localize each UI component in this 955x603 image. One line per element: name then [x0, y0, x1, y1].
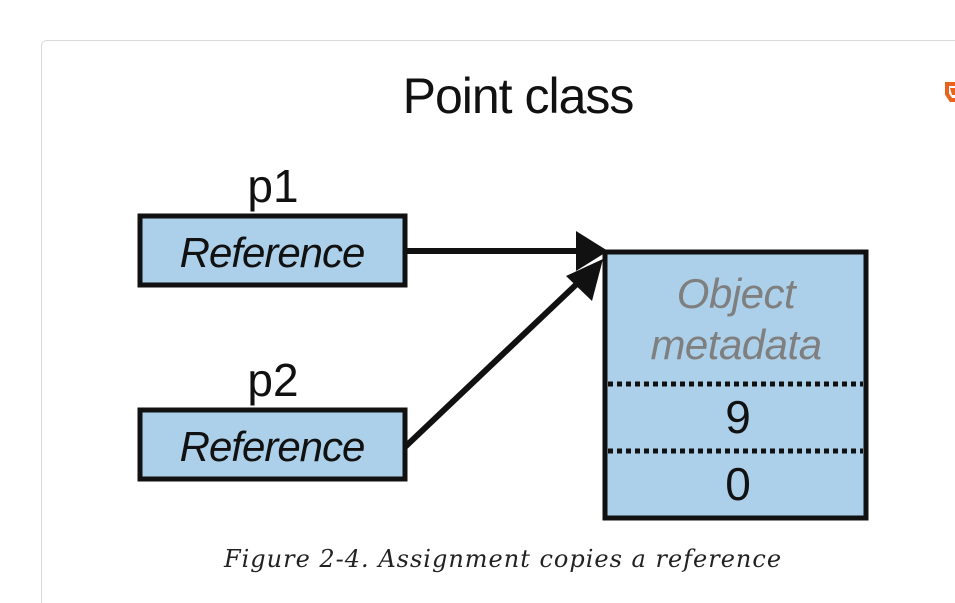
variable-label-p1: p1 [247, 160, 298, 212]
object-field-x: 9 [725, 391, 751, 443]
object-field-y: 0 [725, 458, 751, 510]
diagram-title: Point class [403, 68, 634, 124]
figure-caption: Figure 2-4. Assignment copies a referenc… [223, 545, 783, 573]
orange-badge-icon [944, 78, 955, 106]
object-metadata-line-2: metadata [650, 321, 821, 368]
arrow-p2-to-object [402, 259, 603, 450]
variable-label-p2: p2 [247, 354, 298, 406]
reference-box-p1 [137, 213, 408, 288]
object-metadata-line-1: Object [677, 270, 798, 317]
reference-box-p1-label: Reference [180, 229, 365, 276]
reference-box-p2 [137, 407, 408, 482]
reference-box-p2-label: Reference [180, 423, 365, 470]
arrow-p1-to-object [405, 231, 608, 271]
